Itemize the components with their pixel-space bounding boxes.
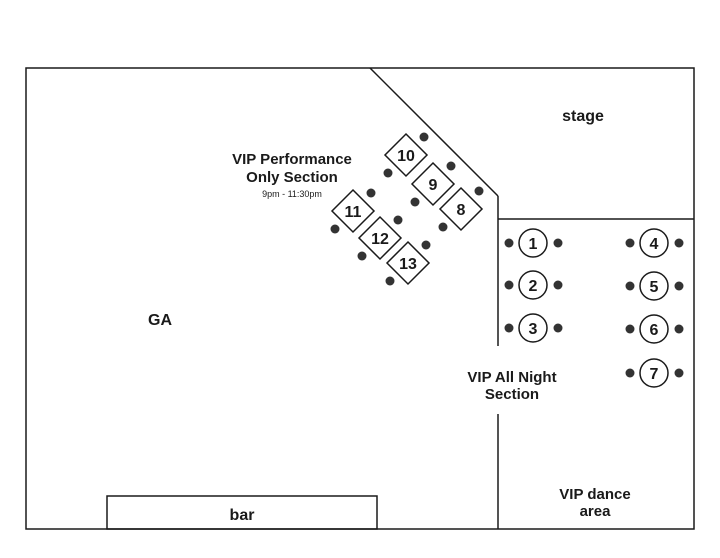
vip-all-night-title-line1: VIP All Night	[467, 369, 556, 386]
table-circle-2	[518, 270, 548, 300]
table-circle-4	[639, 228, 669, 258]
round-tables-group: 1 2 3 4 5 6 7	[504, 228, 684, 388]
table-number-8: 8	[457, 202, 466, 219]
table-circle-6	[639, 314, 669, 344]
table-circle-7	[639, 358, 669, 388]
diamond-table-10[interactable]: 10	[383, 132, 429, 178]
seat-lower-12	[357, 251, 367, 261]
table-diamond-12	[357, 215, 403, 261]
vip-performance-title-line1: VIP Performance	[232, 151, 352, 168]
table-number-13: 13	[399, 256, 417, 273]
table-number-3: 3	[529, 321, 538, 338]
venue-outline	[25, 67, 695, 530]
table-number-6: 6	[650, 322, 659, 339]
bar-counter	[106, 495, 378, 530]
seat-lower-13	[385, 276, 395, 286]
table-diamond-10	[383, 132, 429, 178]
table-number-11: 11	[345, 204, 362, 221]
seat-right-2	[553, 280, 563, 290]
seat-right-5	[674, 281, 684, 291]
seat-upper-9	[446, 161, 456, 171]
table-circle-5	[639, 271, 669, 301]
seat-left-2	[504, 280, 514, 290]
diamond-table-12[interactable]: 12	[357, 215, 403, 261]
vip-dance-title-line1: VIP dance	[559, 486, 630, 503]
seat-left-5	[625, 281, 635, 291]
round-table-3[interactable]: 3	[504, 313, 563, 343]
round-table-6[interactable]: 6	[625, 314, 684, 344]
vip-dance-title-line2: area	[580, 503, 612, 520]
seat-right-6	[674, 324, 684, 334]
table-number-5: 5	[650, 279, 659, 296]
seat-left-4	[625, 238, 635, 248]
table-number-2: 2	[529, 278, 538, 295]
seat-left-3	[504, 323, 514, 333]
seat-right-7	[674, 368, 684, 378]
seat-lower-11	[330, 224, 340, 234]
seat-upper-11	[366, 188, 376, 198]
diamond-table-11[interactable]: 11	[330, 188, 376, 234]
vip-all-night-title-line2: Section	[485, 386, 539, 403]
round-table-7[interactable]: 7	[625, 358, 684, 388]
seat-left-7	[625, 368, 635, 378]
round-table-5[interactable]: 5	[625, 271, 684, 301]
seat-upper-10	[419, 132, 429, 142]
table-number-10: 10	[397, 148, 415, 165]
table-number-4: 4	[650, 236, 659, 253]
seat-lower-9	[410, 197, 420, 207]
seat-right-4	[674, 238, 684, 248]
vip-performance-time: 9pm - 11:30pm	[262, 189, 322, 199]
seat-right-3	[553, 323, 563, 333]
seat-upper-8	[474, 186, 484, 196]
round-table-2[interactable]: 2	[504, 270, 563, 300]
vip-performance-title-line2: Only Section	[246, 169, 338, 186]
table-number-1: 1	[529, 236, 538, 253]
diamond-table-8[interactable]: 8	[438, 186, 484, 232]
table-diamond-8	[438, 186, 484, 232]
round-table-1[interactable]: 1	[504, 228, 563, 258]
stage-diagonal-wall	[369, 67, 499, 197]
table-circle-1	[518, 228, 548, 258]
table-diamond-9	[410, 161, 456, 207]
seat-lower-10	[383, 168, 393, 178]
table-number-12: 12	[371, 231, 389, 248]
diamond-table-9[interactable]: 9	[410, 161, 456, 207]
bar-label: bar	[230, 507, 255, 524]
seat-right-1	[553, 238, 563, 248]
diamond-table-13[interactable]: 13	[385, 240, 431, 286]
ga-label: GA	[148, 312, 172, 329]
seat-upper-12	[393, 215, 403, 225]
seat-left-1	[504, 238, 514, 248]
diamond-tables-group: 8 9 10 11 12 13	[330, 132, 484, 286]
seat-lower-8	[438, 222, 448, 232]
seat-left-6	[625, 324, 635, 334]
table-diamond-13	[385, 240, 431, 286]
seat-upper-13	[421, 240, 431, 250]
table-circle-3	[518, 313, 548, 343]
table-number-7: 7	[650, 366, 659, 383]
table-number-9: 9	[429, 177, 438, 194]
round-table-4[interactable]: 4	[625, 228, 684, 258]
table-diamond-11	[330, 188, 376, 234]
stage-label: stage	[562, 108, 604, 125]
